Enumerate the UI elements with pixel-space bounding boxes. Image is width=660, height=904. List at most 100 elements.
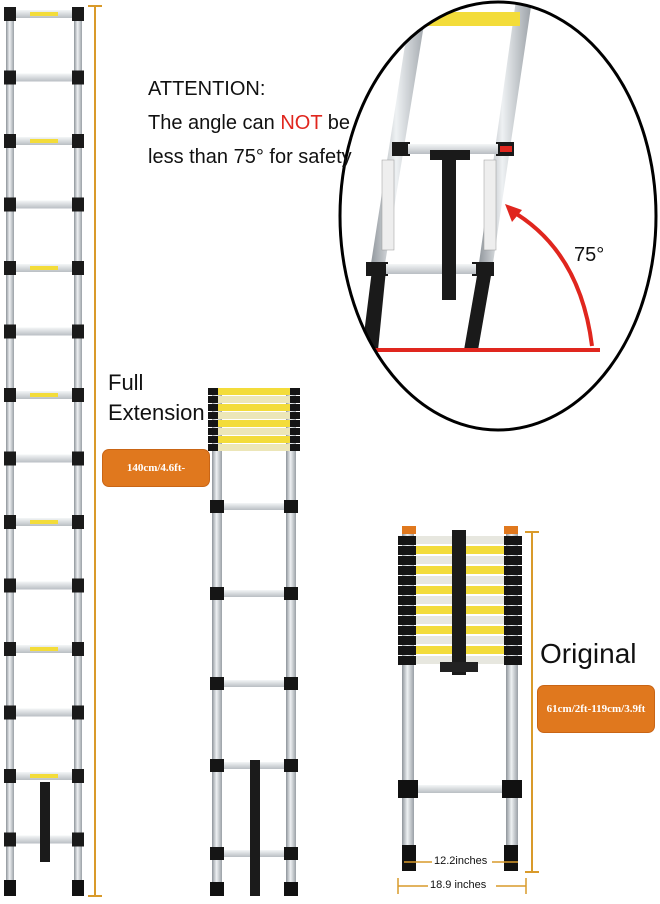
ladder-rung — [14, 73, 74, 82]
rung-clamp — [398, 536, 416, 545]
collapsed-step — [214, 404, 294, 411]
full-extension-line-1: Full — [108, 370, 144, 395]
rung-clamp — [208, 444, 218, 451]
top-cap — [402, 526, 416, 534]
rung-clamp — [72, 70, 84, 85]
rung-clamp — [72, 451, 84, 466]
attention-note: ATTENTION: The angle can NOT be less tha… — [148, 72, 352, 174]
ladder-rung — [14, 708, 74, 717]
rung-clamp — [4, 769, 16, 783]
angle-label: 75° — [574, 244, 605, 266]
rung-clamp — [4, 388, 16, 402]
rung-clamp — [504, 546, 522, 555]
angle-detail-circle — [338, 0, 658, 432]
ladder-rung — [222, 680, 286, 687]
rung-clamp — [504, 536, 522, 545]
rung-clamp — [398, 646, 416, 655]
rung-clamp — [72, 578, 84, 593]
rung-clamp — [290, 388, 300, 395]
rung-clamp — [290, 420, 300, 427]
collapsed-step — [214, 396, 294, 403]
ladder-rung — [14, 454, 74, 463]
full-extension-ladder — [4, 7, 84, 896]
rung-clamp — [284, 587, 298, 600]
rung-clamp — [208, 412, 218, 419]
rung-clamp — [210, 500, 224, 513]
step-sticker — [30, 139, 58, 143]
attention-line-2: The angle can NOT be — [148, 106, 352, 140]
collapsed-step — [214, 436, 294, 443]
full-extension-line-2: Extension — [108, 400, 205, 425]
rung-clamp — [504, 556, 522, 565]
step-sticker — [30, 12, 58, 16]
rung-clamp — [208, 396, 218, 403]
original-height-dimension — [525, 531, 539, 873]
rung-clamp — [4, 642, 16, 656]
rung-clamp — [504, 606, 522, 615]
rung-clamp — [284, 500, 298, 513]
rung-clamp — [398, 656, 416, 665]
rung-clamp — [290, 436, 300, 443]
rung-clamp — [208, 404, 218, 411]
rung-clamp — [504, 566, 522, 575]
rung-clamp — [504, 596, 522, 605]
rung-clamp — [504, 616, 522, 625]
rung-clamp — [398, 596, 416, 605]
attention-emphasis: NOT — [280, 112, 323, 134]
step-sticker — [30, 774, 58, 778]
partial-extension-ladder — [208, 388, 300, 896]
rung-clamp — [72, 261, 84, 275]
rung-clamp — [504, 656, 522, 665]
ladder-rung — [14, 581, 74, 590]
rung-clamp — [290, 404, 300, 411]
rung-clamp — [72, 642, 84, 656]
collapsed-step — [214, 420, 294, 427]
rung-clamp — [398, 566, 416, 575]
rung-clamp — [504, 586, 522, 595]
rung-clamp — [290, 412, 300, 419]
ladder-rung — [222, 590, 286, 597]
rung-clamp — [504, 576, 522, 585]
rung-clamp — [4, 705, 16, 720]
rung-clamp — [284, 759, 298, 772]
rung-clamp — [208, 436, 218, 443]
rung-clamp — [398, 616, 416, 625]
rung-clamp — [4, 134, 16, 148]
rung-clamp — [72, 705, 84, 720]
rung-clamp — [398, 586, 416, 595]
width-dimensions — [397, 861, 527, 894]
rung-clamp — [4, 578, 16, 593]
collapsed-step — [214, 428, 294, 435]
rung-clamp — [398, 626, 416, 635]
step-sticker — [30, 266, 58, 270]
attention-line-2-start: The angle can — [148, 112, 281, 134]
rung-clamp — [398, 576, 416, 585]
rung-clamp — [284, 847, 298, 860]
rung-clamp — [290, 428, 300, 435]
top-cap — [504, 526, 518, 534]
rung-clamp — [208, 388, 218, 395]
rung-clamp — [72, 197, 84, 212]
rung-clamp — [504, 626, 522, 635]
collapsed-step — [214, 388, 294, 395]
rung-clamp — [72, 515, 84, 529]
rung-clamp — [398, 546, 416, 555]
inner-width-label: 12.2inches — [434, 855, 488, 867]
rung-clamp — [72, 134, 84, 148]
rung-clamp — [72, 832, 84, 847]
step-sticker — [30, 393, 58, 397]
collapsed-step — [214, 412, 294, 419]
attention-line-3: less than 75° for safety — [148, 146, 352, 168]
rung-clamp — [4, 324, 16, 339]
attention-title: ATTENTION: — [148, 78, 266, 100]
rung-clamp — [290, 396, 300, 403]
original-size-tag: 61cm/2ft-119cm/3.9ft — [538, 686, 654, 732]
rung-clamp — [4, 832, 16, 847]
rung-clamp — [210, 677, 224, 690]
rung-clamp — [210, 587, 224, 600]
original-ladder — [398, 526, 522, 871]
step-sticker — [30, 647, 58, 651]
rung-clamp — [4, 70, 16, 85]
full-extension-dimension — [88, 5, 102, 897]
rung-clamp — [284, 677, 298, 690]
